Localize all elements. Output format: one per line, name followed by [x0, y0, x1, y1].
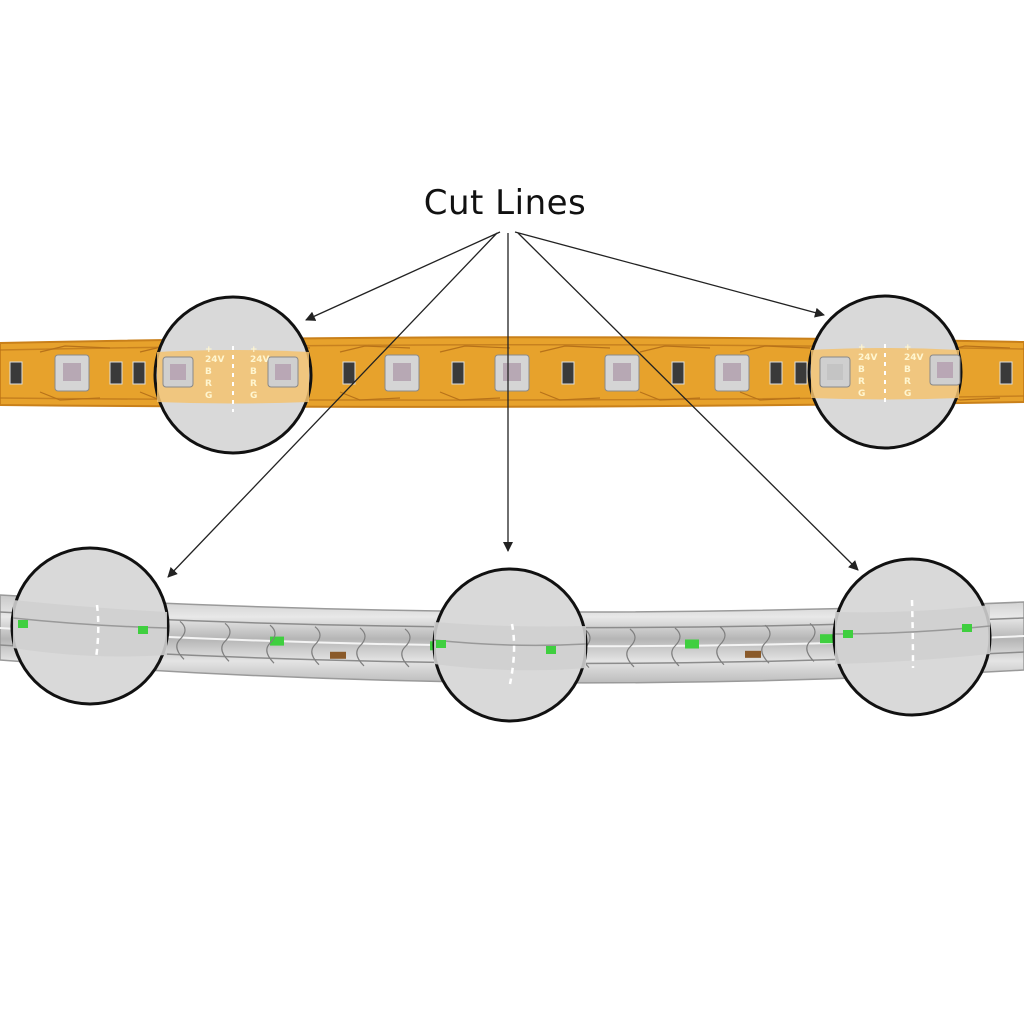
- rope-resistor: [330, 651, 346, 659]
- pad-label: +: [904, 343, 912, 353]
- rope-cut-circle-left: [10, 546, 170, 706]
- pad-label: G: [904, 389, 911, 399]
- resistor: [9, 361, 23, 385]
- pad-label: +: [858, 343, 866, 353]
- rope-cut-circle-center: [432, 567, 588, 723]
- arrow-to-strip-left: [305, 231, 501, 321]
- pad-label: B: [858, 365, 865, 375]
- resistor: [794, 361, 808, 385]
- pad-label: B: [904, 365, 911, 375]
- rope-cut-circle-right: [832, 557, 992, 717]
- pad-label: 24V: [250, 355, 270, 365]
- pad-label: +: [250, 345, 258, 355]
- pad-label: B: [250, 367, 257, 377]
- resistor: [451, 361, 465, 385]
- diagram-title: Cut Lines: [423, 183, 587, 223]
- resistor: [109, 361, 123, 385]
- rope-led: [270, 636, 284, 646]
- pad-label: G: [205, 391, 212, 401]
- pad-label: R: [205, 379, 212, 389]
- smd-led: [384, 354, 420, 392]
- resistor: [132, 361, 146, 385]
- pad-label: 24V: [904, 353, 924, 363]
- smd-led: [604, 354, 640, 392]
- resistor: [342, 361, 356, 385]
- pad-label: 24V: [858, 353, 878, 363]
- cut-line-arrows: [167, 231, 859, 578]
- pad-label: +: [205, 345, 213, 355]
- resistor: [999, 361, 1013, 385]
- resistor: [769, 361, 783, 385]
- pad-label: 24V: [205, 355, 225, 365]
- pad-label: G: [250, 391, 257, 401]
- pad-label: R: [904, 377, 911, 387]
- pad-label: B: [205, 367, 212, 377]
- resistor: [671, 361, 685, 385]
- smd-led: [714, 354, 750, 392]
- resistor: [561, 361, 575, 385]
- arrow-to-strip-right: [514, 231, 825, 318]
- arrow-to-rope-left: [167, 232, 498, 578]
- rope-resistor: [745, 650, 761, 658]
- arrow-to-rope-right: [517, 232, 859, 571]
- rope-led: [820, 634, 834, 644]
- pad-label: R: [858, 377, 865, 387]
- rope-led: [685, 639, 699, 649]
- pad-label: G: [858, 389, 865, 399]
- pad-label: R: [250, 379, 257, 389]
- smd-led: [54, 354, 90, 392]
- smd-led: [494, 354, 530, 392]
